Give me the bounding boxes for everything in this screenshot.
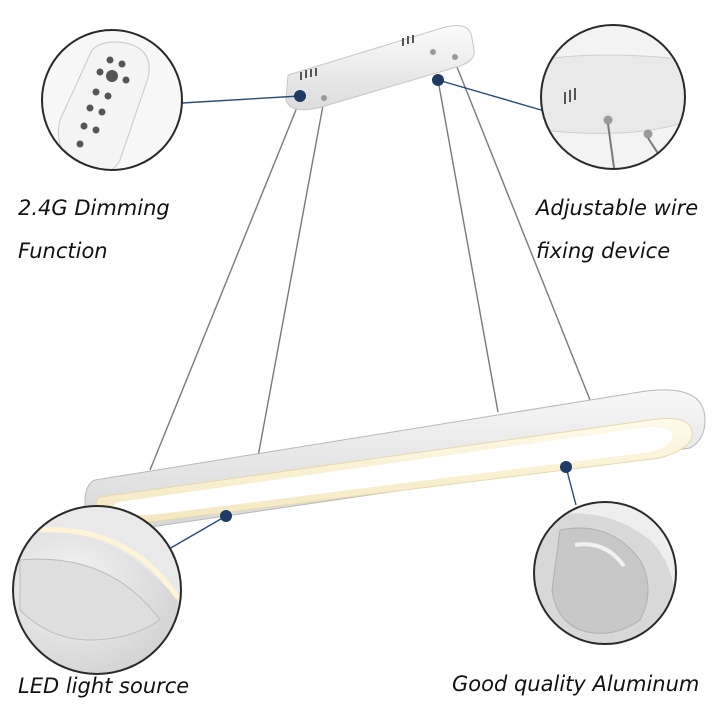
label-led-source: LED light source [18,674,190,698]
aluminum-body-zoom [533,501,677,645]
led-source-zoom [12,505,182,675]
label-dimming-line2: Function [18,239,108,263]
remote-control-zoom [41,29,183,171]
label-wire-line2: fixing device [536,239,671,263]
label-wire-line1: Adjustable wire [536,196,699,220]
callout-dot-aluminum [560,461,572,473]
callout-dot-remote [294,90,306,102]
wire-fixing-zoom [540,24,686,170]
callout-dots [220,74,572,522]
label-dimming-line1: 2.4G Dimming [18,196,170,220]
callout-dot-led [220,510,232,522]
suspension-wires [149,61,609,501]
callout-dot-wire [432,74,444,86]
oval-ring-fixture [84,389,706,532]
label-aluminum: Good quality Aluminum [452,672,700,696]
ceiling-canopy [285,25,475,111]
